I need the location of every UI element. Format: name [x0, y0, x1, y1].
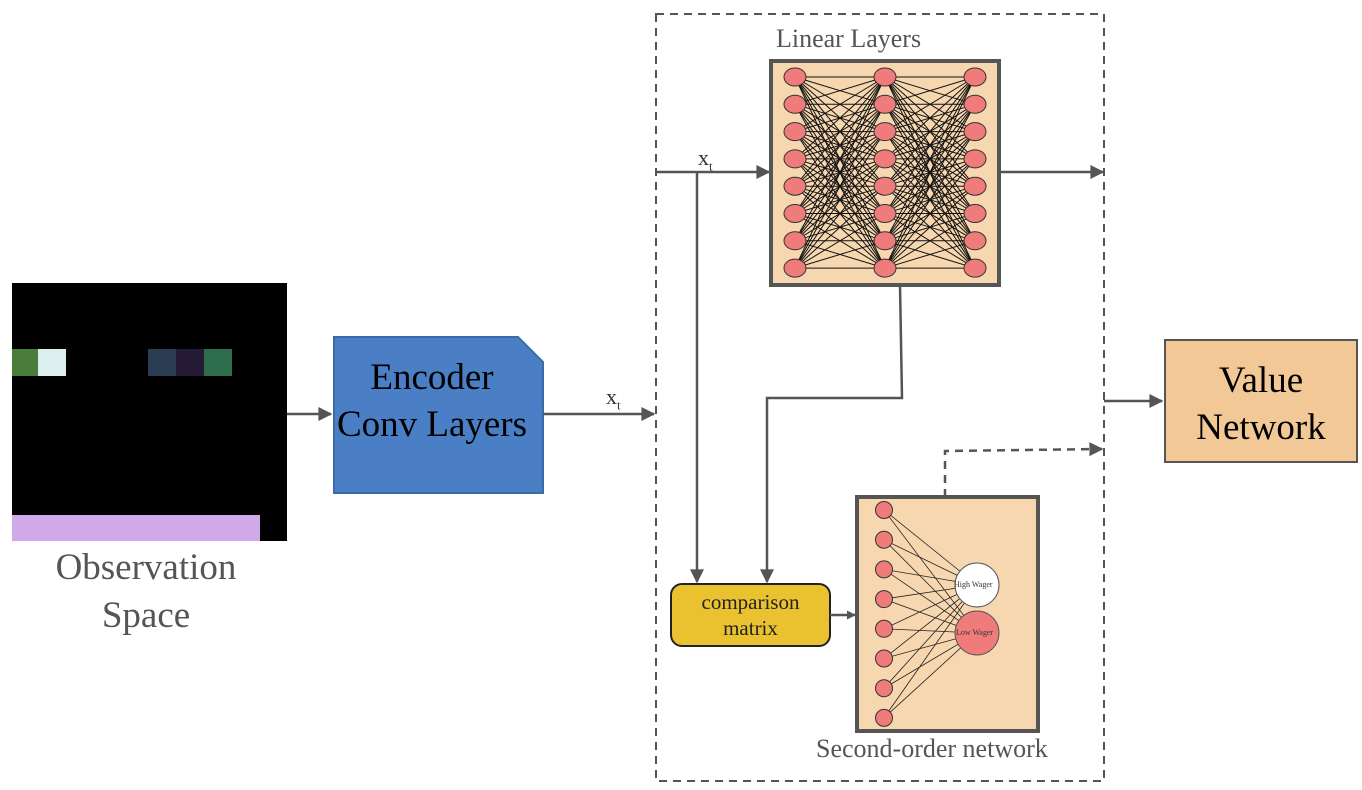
- linear-neuron: [963, 258, 987, 278]
- linear-connection: [794, 104, 886, 269]
- linear-connection: [884, 76, 976, 187]
- linear-connection: [794, 213, 886, 269]
- linear-connection: [794, 240, 886, 269]
- second-order-input-neuron: [875, 679, 893, 698]
- linear-neuron: [963, 231, 987, 251]
- xt-sub: t: [617, 397, 621, 413]
- low-wager-label: Low Wager: [956, 628, 994, 637]
- encoder-conv-block: [333, 336, 544, 494]
- linear-neuron: [873, 258, 897, 278]
- linear-neuron: [963, 149, 987, 169]
- second-order-label: Second-order network: [816, 734, 1048, 763]
- linear-neuron: [783, 67, 807, 87]
- linear-connection: [794, 158, 886, 269]
- linear-connection: [884, 240, 976, 269]
- linear-connection: [884, 76, 976, 269]
- linear-connection: [884, 131, 976, 269]
- linear-neuron: [963, 122, 987, 142]
- linear-connection: [794, 76, 886, 214]
- second-order-input-neurons: [875, 501, 893, 727]
- observation-image: [12, 283, 287, 541]
- high-wager-label: High Wager: [954, 580, 993, 589]
- xt-base: x: [606, 384, 617, 409]
- value-network-label: Value Network: [1196, 360, 1326, 448]
- second-order-input-neuron: [875, 590, 893, 609]
- linear-connection: [884, 158, 976, 269]
- second-order-input-neuron: [875, 619, 893, 638]
- linear-connection: [794, 76, 886, 187]
- second-order-connection: [883, 584, 978, 689]
- xt-label-linear-input: xt: [698, 145, 713, 174]
- linear-connection: [884, 185, 976, 269]
- linear-neuron: [873, 176, 897, 196]
- linear-layer-neurons: [783, 67, 987, 278]
- linear-neuron: [783, 258, 807, 278]
- linear-connection: [884, 76, 976, 105]
- linear-connection: [884, 76, 976, 242]
- linear-connection: [794, 131, 886, 269]
- linear-connection: [794, 76, 886, 105]
- linear-connection: [794, 76, 886, 242]
- network-container: [655, 13, 1105, 782]
- linear-connection: [794, 76, 886, 133]
- comparison-matrix-label: comparison matrix: [701, 590, 800, 640]
- linear-layer-connections: [794, 76, 976, 269]
- linear-neuron: [783, 122, 807, 142]
- high-wager-node: [954, 562, 1000, 608]
- linear-connection: [794, 76, 886, 160]
- xt-label-encoder-output: xt: [606, 384, 621, 413]
- second-order-input-neuron: [875, 560, 893, 579]
- linear-neuron: [873, 204, 897, 223]
- linear-neuron: [963, 176, 987, 196]
- second-order-connection: [883, 509, 978, 634]
- linear-neuron: [963, 67, 987, 87]
- linear-neuron: [783, 94, 807, 114]
- encoder-label: Encoder Conv Layers: [336, 357, 528, 445]
- second-order-input-neuron: [875, 530, 893, 549]
- linear-neuron: [783, 204, 807, 223]
- observation-space-label: Observation Space: [55, 547, 237, 636]
- linear-connection: [794, 185, 886, 269]
- edge-second-order-output: [943, 442, 1104, 497]
- edge-linear-comparison: [760, 284, 904, 584]
- second-order-connection: [883, 584, 978, 719]
- linear-neuron: [783, 231, 807, 251]
- linear-neuron: [873, 94, 897, 114]
- linear-connection: [884, 76, 976, 160]
- linear-neuron: [783, 176, 807, 196]
- xt-base: x: [698, 145, 709, 170]
- second-order-input-neuron: [875, 501, 893, 519]
- linear-neuron: [873, 149, 897, 169]
- second-order-input-neuron: [875, 649, 893, 668]
- linear-connection: [884, 213, 976, 269]
- linear-neuron: [963, 94, 987, 114]
- linear-connection: [884, 104, 976, 269]
- second-order-input-neuron: [875, 708, 893, 727]
- xt-sub: t: [709, 158, 713, 174]
- linear-neuron: [873, 67, 897, 87]
- linear-neuron: [963, 204, 987, 223]
- linear-layers-label: Linear Layers: [776, 24, 922, 53]
- value-network-box: [1164, 339, 1358, 463]
- linear-neuron: [873, 231, 897, 251]
- linear-neuron: [783, 149, 807, 169]
- linear-neuron: [873, 122, 897, 142]
- linear-connection: [884, 76, 976, 214]
- linear-connection: [884, 76, 976, 133]
- linear-connection: [794, 76, 886, 269]
- low-wager-node: [954, 610, 1000, 656]
